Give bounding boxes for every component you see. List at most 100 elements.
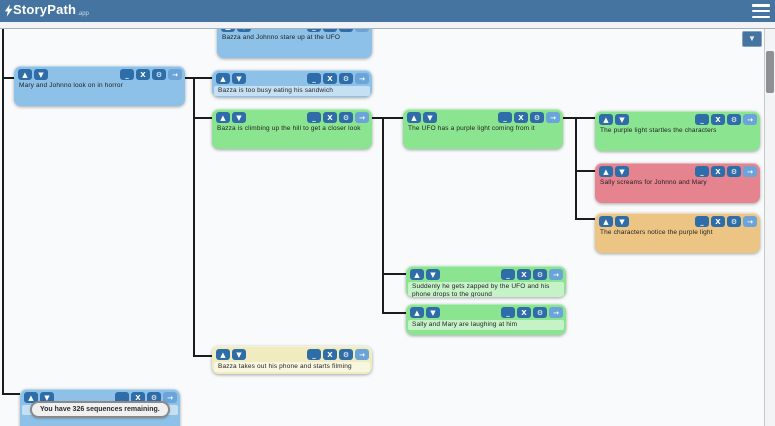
move-up-button[interactable]: ▲ bbox=[18, 69, 32, 80]
delete-button[interactable]: X bbox=[323, 112, 337, 123]
move-down-button[interactable]: ▼ bbox=[615, 114, 629, 125]
delete-button[interactable]: X bbox=[517, 307, 531, 318]
add-link-arrow-button[interactable]: → bbox=[549, 269, 563, 280]
move-down-button[interactable]: ▼ bbox=[426, 269, 440, 280]
minimize-button[interactable]: _ bbox=[498, 112, 512, 123]
node-text: Sally screams for Johnno and Mary bbox=[600, 179, 707, 186]
minimize-button[interactable]: _ bbox=[695, 166, 709, 177]
story-canvas[interactable]: You have 326 sequences remaining. ▲ ▼ _ … bbox=[0, 29, 765, 426]
settings-gear-button[interactable]: ⚙ bbox=[727, 216, 741, 227]
connector-segment bbox=[575, 117, 577, 220]
delete-button[interactable]: X bbox=[136, 69, 150, 80]
delete-button[interactable]: X bbox=[517, 269, 531, 280]
minimize-button[interactable]: _ bbox=[307, 73, 321, 84]
move-down-button[interactable]: ▼ bbox=[232, 112, 246, 123]
minimize-button[interactable]: _ bbox=[307, 112, 321, 123]
minimize-button[interactable]: _ bbox=[120, 69, 134, 80]
add-link-arrow-button[interactable]: → bbox=[355, 112, 369, 123]
move-down-button[interactable]: ▼ bbox=[237, 29, 251, 32]
minimize-button[interactable]: _ bbox=[695, 216, 709, 227]
story-node-girls_laughing[interactable]: ▲ ▼ _ X ⚙ → Sally and Mary are laughing … bbox=[406, 304, 566, 335]
settings-gear-button[interactable]: ⚙ bbox=[339, 29, 353, 32]
story-node-ufo_light[interactable]: ▲ ▼ _ X ⚙ → The UFO has a purple light c… bbox=[403, 109, 563, 149]
node-text: The UFO has a purple light coming from i… bbox=[408, 125, 535, 132]
settings-gear-button[interactable]: ⚙ bbox=[530, 112, 544, 123]
settings-gear-button[interactable]: ⚙ bbox=[152, 69, 166, 80]
story-node-bazza_zapped[interactable]: ▲ ▼ _ X ⚙ → Suddenly he gets zapped by t… bbox=[406, 266, 566, 297]
story-node-light_startles[interactable]: ▲ ▼ _ X ⚙ → The purple light startles th… bbox=[595, 111, 760, 151]
move-up-button[interactable]: ▲ bbox=[599, 216, 613, 227]
move-up-button[interactable]: ▲ bbox=[221, 29, 235, 32]
add-link-arrow-button[interactable]: → bbox=[163, 392, 177, 403]
connector-segment bbox=[382, 117, 384, 314]
settings-gear-button[interactable]: ⚙ bbox=[533, 307, 547, 318]
move-up-button[interactable]: ▲ bbox=[599, 166, 613, 177]
node-toolbar: ▲ ▼ _ X ⚙ → bbox=[212, 70, 372, 84]
minimize-button[interactable]: _ bbox=[501, 307, 515, 318]
settings-gear-button[interactable]: ⚙ bbox=[727, 114, 741, 125]
delete-button[interactable]: X bbox=[323, 73, 337, 84]
hamburger-menu-icon[interactable] bbox=[752, 4, 770, 18]
move-down-button[interactable]: ▼ bbox=[232, 349, 246, 360]
lightning-bolt-icon bbox=[4, 2, 13, 22]
story-node-bazza_sandwich[interactable]: ▲ ▼ _ X ⚙ → Bazza is too busy eating his… bbox=[212, 70, 372, 97]
move-down-button[interactable]: ▼ bbox=[34, 69, 48, 80]
add-link-arrow-button[interactable]: → bbox=[743, 216, 757, 227]
node-text: Mary and Johnno look on in horror bbox=[19, 82, 123, 89]
settings-gear-button[interactable]: ⚙ bbox=[339, 73, 353, 84]
add-link-arrow-button[interactable]: → bbox=[355, 29, 369, 32]
node-toolbar: ▲ ▼ _ X ⚙ → bbox=[212, 109, 372, 123]
settings-gear-button[interactable]: ⚙ bbox=[339, 349, 353, 360]
minimize-button[interactable]: _ bbox=[115, 392, 129, 403]
delete-button[interactable]: X bbox=[711, 166, 725, 177]
move-down-button[interactable]: ▼ bbox=[232, 73, 246, 84]
move-down-button[interactable]: ▼ bbox=[426, 307, 440, 318]
minimize-button[interactable]: _ bbox=[695, 114, 709, 125]
delete-button[interactable]: X bbox=[323, 29, 337, 32]
move-up-button[interactable]: ▲ bbox=[24, 392, 38, 403]
settings-gear-button[interactable]: ⚙ bbox=[533, 269, 547, 280]
add-link-arrow-button[interactable]: → bbox=[355, 349, 369, 360]
filter-triangle-icon: ▼ bbox=[748, 34, 756, 43]
scrollbar-thumb[interactable] bbox=[766, 51, 774, 93]
story-node-bazza_climbing[interactable]: ▲ ▼ _ X ⚙ → Bazza is climbing up the hil… bbox=[212, 109, 372, 149]
move-up-button[interactable]: ▲ bbox=[216, 73, 230, 84]
move-up-button[interactable]: ▲ bbox=[216, 112, 230, 123]
move-down-button[interactable]: ▼ bbox=[615, 166, 629, 177]
move-down-button[interactable]: ▼ bbox=[615, 216, 629, 227]
move-down-button[interactable]: ▼ bbox=[423, 112, 437, 123]
minimize-button[interactable]: _ bbox=[501, 269, 515, 280]
settings-gear-button[interactable]: ⚙ bbox=[147, 392, 161, 403]
node-text: The purple light startles the characters bbox=[600, 127, 717, 134]
story-workspace: You have 326 sequences remaining. ▲ ▼ _ … bbox=[0, 28, 775, 426]
settings-gear-button[interactable]: ⚙ bbox=[727, 166, 741, 177]
minimize-button[interactable]: _ bbox=[307, 29, 321, 32]
delete-button[interactable]: X bbox=[711, 216, 725, 227]
settings-gear-button[interactable]: ⚙ bbox=[339, 112, 353, 123]
story-node-sally_screams[interactable]: ▲ ▼ _ X ⚙ → Sally screams for Johnno and… bbox=[595, 163, 760, 203]
move-up-button[interactable]: ▲ bbox=[410, 307, 424, 318]
add-link-arrow-button[interactable]: → bbox=[743, 166, 757, 177]
vertical-scrollbar[interactable] bbox=[764, 29, 775, 426]
move-up-button[interactable]: ▲ bbox=[216, 349, 230, 360]
delete-button[interactable]: X bbox=[131, 392, 145, 403]
story-node-top_partial[interactable]: ▲ ▼ _ X ⚙ → Bazza and Johnno stare up at… bbox=[217, 29, 372, 58]
delete-button[interactable]: X bbox=[514, 112, 528, 123]
move-up-button[interactable]: ▲ bbox=[407, 112, 421, 123]
add-link-arrow-button[interactable]: → bbox=[355, 73, 369, 84]
minimize-button[interactable]: _ bbox=[307, 349, 321, 360]
story-node-bazza_filming[interactable]: ▲ ▼ _ X ⚙ → Bazza takes out his phone an… bbox=[212, 346, 372, 374]
add-link-arrow-button[interactable]: → bbox=[546, 112, 560, 123]
delete-button[interactable]: X bbox=[323, 349, 337, 360]
story-node-mary_horror[interactable]: ▲ ▼ _ X ⚙ → Mary and Johnno look on in h… bbox=[14, 66, 185, 106]
move-up-button[interactable]: ▲ bbox=[599, 114, 613, 125]
add-link-arrow-button[interactable]: → bbox=[549, 307, 563, 318]
story-node-notice_light[interactable]: ▲ ▼ _ X ⚙ → The characters notice the pu… bbox=[595, 213, 760, 253]
add-link-arrow-button[interactable]: → bbox=[168, 69, 182, 80]
filter-button[interactable]: ▼ bbox=[742, 31, 762, 47]
move-down-button[interactable]: ▼ bbox=[40, 392, 54, 403]
add-link-arrow-button[interactable]: → bbox=[743, 114, 757, 125]
delete-button[interactable]: X bbox=[711, 114, 725, 125]
move-up-button[interactable]: ▲ bbox=[410, 269, 424, 280]
node-text: Bazza is climbing up the hill to get a c… bbox=[217, 125, 361, 132]
